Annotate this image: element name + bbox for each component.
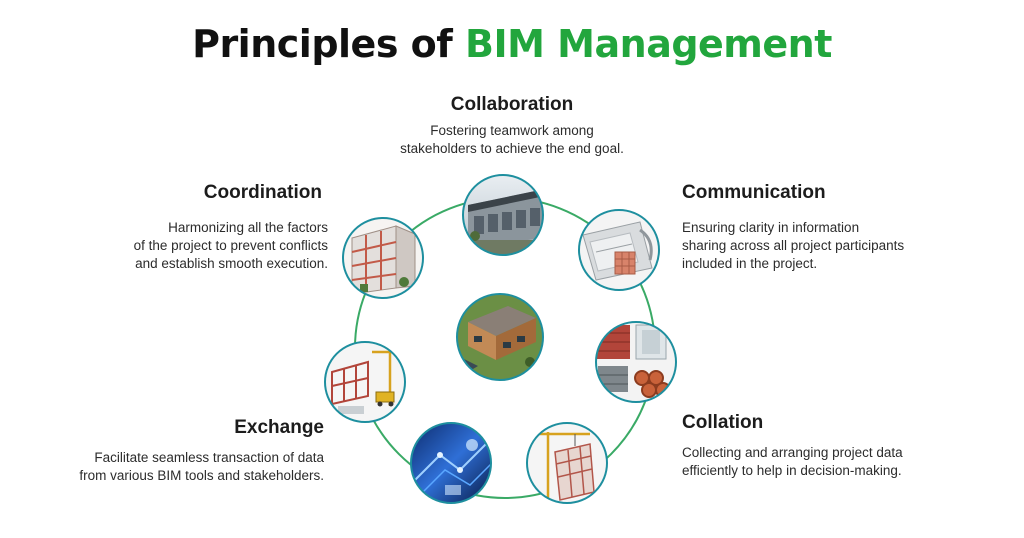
coordination-heading: Coordination [203,182,322,203]
data-exchange-icon [410,422,492,504]
communication-heading: Communication [682,182,826,203]
building-frame-icon [342,217,424,299]
collation-description: Collecting and arranging project data ef… [682,445,903,478]
central-building-model-icon [456,293,544,381]
communication-description: Ensuring clarity in information sharing … [682,220,905,271]
building-materials-icon [595,321,677,403]
building-render-icon [462,174,544,256]
coordination-description: Harmonizing all the factors of the proje… [133,220,328,271]
steel-frame-construction-icon [324,341,406,423]
blueprint-drawings-icon [578,209,660,291]
collation-heading: Collation [682,412,764,433]
exchange-heading: Exchange [234,417,324,438]
page-title: Principles of BIM Management [192,22,832,66]
exchange-description: Facilitate seamless transaction of data … [79,450,324,483]
collaboration-heading: Collaboration [450,94,574,115]
collaboration-description: Fostering teamwork among stakeholders to… [400,123,624,156]
crane-construction-icon [526,422,608,504]
